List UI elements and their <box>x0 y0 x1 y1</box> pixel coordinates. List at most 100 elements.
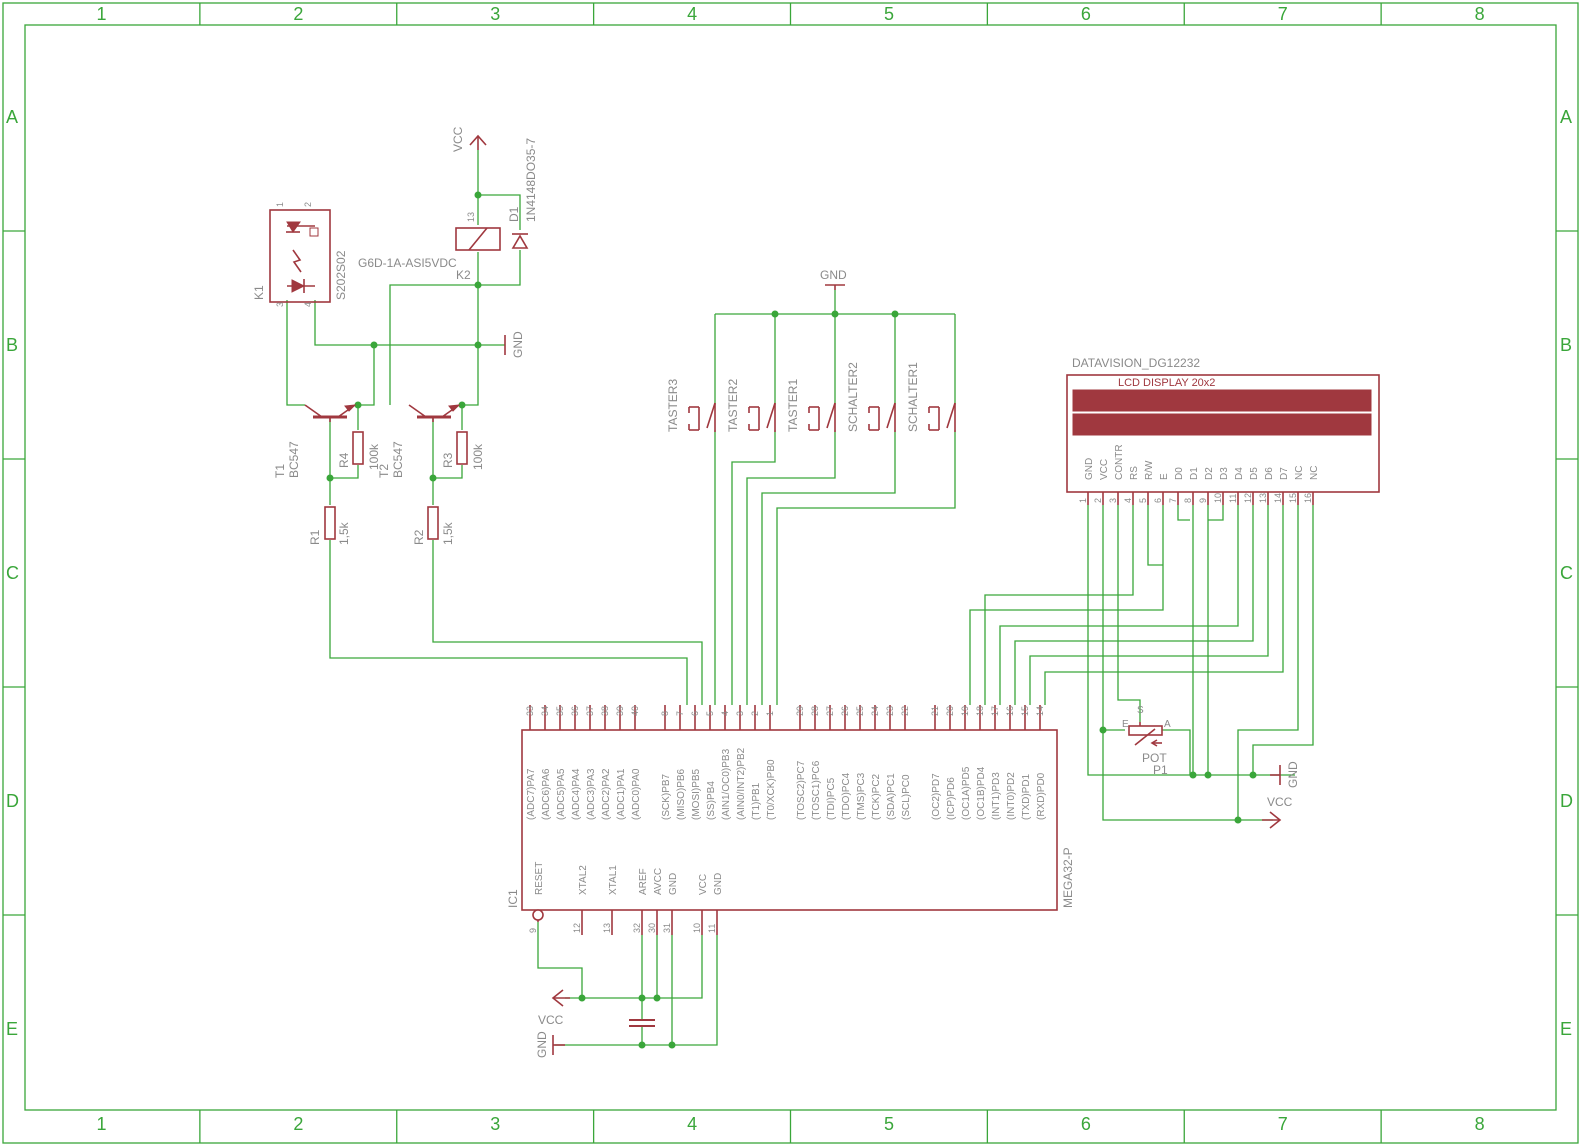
k1-optocoupler: 1 2 3 4 K1 S202S02 <box>252 202 348 307</box>
gnd-symbol-lcd: GND <box>1270 761 1300 788</box>
ic-pin-label: (OC1B)PD4 <box>976 766 987 820</box>
svg-text:4: 4 <box>303 302 313 307</box>
ic-pin-number: 3 <box>735 711 745 716</box>
ic-pin-number: 20 <box>945 706 955 716</box>
ic-pin-number: 11 <box>707 924 717 933</box>
svg-text:13: 13 <box>466 212 476 222</box>
grid-row-label-right: E <box>1560 1019 1572 1039</box>
ic-pin-label: (ADC2)PA2 <box>601 768 612 820</box>
grid-column-label-top: 2 <box>293 4 303 24</box>
switch-taster1: TASTER1 <box>786 379 836 432</box>
lcd-pin-label: D2 <box>1204 467 1215 480</box>
lcd-pin-label: NC <box>1309 466 1320 480</box>
ic-pin-label: (OC2)PD7 <box>931 773 942 820</box>
ic-pin-number: 15 <box>1020 706 1030 716</box>
ic-pin-number: 25 <box>855 706 865 716</box>
k2-value: G6D-1A-ASI5VDC <box>358 256 457 270</box>
lcd-pin-label: D7 <box>1279 467 1290 480</box>
ic-pin-label: RESET <box>534 862 545 895</box>
r2-resistor: R2 1,5k <box>412 506 455 545</box>
ic-pin-label: (RXD)PD0 <box>1036 772 1047 820</box>
vcc-label: VCC <box>451 126 465 152</box>
ic-pin-label: XTAL2 <box>578 865 589 895</box>
lcd-pin-number: 11 <box>1228 494 1238 503</box>
ic-pin-number: 29 <box>795 706 805 716</box>
grid-row-label-right: D <box>1560 791 1573 811</box>
grid-column-label-top: 6 <box>1081 4 1091 24</box>
vcc-symbol-relay: VCC <box>451 126 487 152</box>
t2-value: BC547 <box>391 441 405 478</box>
pot-value: POT <box>1142 751 1167 765</box>
ic-pin-label: XTAL1 <box>608 865 619 895</box>
switch-taster2: TASTER2 <box>726 379 776 432</box>
lcd-pin-number: 16 <box>1303 493 1313 503</box>
junction-dots <box>326 191 1257 1049</box>
gnd-label: GND <box>820 268 847 282</box>
switch-label: SCHALTER1 <box>906 362 920 432</box>
ic-pin-label: AREF <box>638 868 649 895</box>
ic-pin-number: 39 <box>615 706 625 716</box>
lcd-pin-label: D1 <box>1189 467 1200 480</box>
grid-column-label-bottom: 7 <box>1278 1114 1288 1134</box>
svg-text:1: 1 <box>275 202 285 207</box>
capacitor <box>629 1019 655 1027</box>
vcc-label: VCC <box>1267 795 1293 809</box>
d1-name: D1 <box>507 206 521 222</box>
k1-name: K1 <box>252 285 266 300</box>
grid-column-label-bottom: 8 <box>1475 1114 1485 1134</box>
ic-pin-number: 22 <box>900 706 910 716</box>
ic-pin-label: GND <box>713 873 724 895</box>
ic-pin-number: 27 <box>825 706 835 716</box>
lcd-pin-number: 3 <box>1108 498 1118 503</box>
gnd-label: GND <box>1286 761 1300 788</box>
ic-pin-number: 31 <box>662 923 672 933</box>
gnd-symbol-ic: GND <box>535 1031 565 1058</box>
grid-column-label-bottom: 6 <box>1081 1114 1091 1134</box>
lcd-pin-number: 5 <box>1138 498 1148 503</box>
grid-row-label-left: C <box>6 563 19 583</box>
switch-label: SCHALTER2 <box>846 362 860 432</box>
grid-column-label-top: 1 <box>96 4 106 24</box>
ic-pin-number: 37 <box>585 706 595 716</box>
switch-schalter1: SCHALTER1 <box>906 362 956 432</box>
vcc-label: VCC <box>538 1013 564 1027</box>
ic-pin-label: (TDI)PC5 <box>826 777 837 820</box>
grid-column-label-bottom: 1 <box>96 1114 106 1134</box>
ic-pin-number: 6 <box>690 711 700 716</box>
lcd-pin-number: 6 <box>1153 498 1163 503</box>
ic-pin-label: (TOSC1)PC6 <box>811 760 822 820</box>
ic-pin-label: (ADC7)PA7 <box>526 768 537 820</box>
ic-pin-number: 14 <box>1035 706 1045 716</box>
ic-pin-number: 8 <box>660 711 670 716</box>
ic-pin-number: 21 <box>930 706 940 716</box>
ic-pin-label: (ADC1)PA1 <box>616 768 627 820</box>
svg-text:A: A <box>1164 719 1171 730</box>
ic-pin-number: 26 <box>840 706 850 716</box>
lcd-pin-number: 13 <box>1258 493 1268 503</box>
ic-pin-number: 4 <box>720 711 730 716</box>
ic1-value: MEGA32-P <box>1061 847 1075 908</box>
ic-pin-number: 38 <box>600 706 610 716</box>
ic-pin-label: (T0/XCK)PB0 <box>766 759 777 820</box>
ic-pin-number: 35 <box>555 706 565 716</box>
ic-pin-number: 30 <box>647 923 657 933</box>
t1-transistor: T1 BC547 <box>273 404 357 478</box>
ic-pin-label: (INT1)PD3 <box>991 772 1002 820</box>
grid-row-label-left: A <box>6 107 18 127</box>
lcd-pin-label: D4 <box>1234 467 1245 480</box>
ic-pin-label: AVCC <box>653 868 664 895</box>
ic-pin-number: 5 <box>705 711 715 716</box>
lcd-pin-number: 8 <box>1183 498 1193 503</box>
lcd-pin-number: 15 <box>1288 493 1298 503</box>
d1-diode: D1 1N4148DO35-7 <box>507 138 538 249</box>
svg-text:2: 2 <box>303 202 313 207</box>
ic-pin-number: 18 <box>975 706 985 716</box>
ic-pin-label: (SDA)PC1 <box>886 773 897 820</box>
ic-pin-label: (TCK)PC2 <box>871 773 882 820</box>
lcd-name: DATAVISION_DG12232 <box>1072 356 1200 370</box>
lcd-display: DATAVISION_DG12232 LCD DISPLAY 20x2 GND1… <box>1066 356 1380 505</box>
grid-column-label-bottom: 5 <box>884 1114 894 1134</box>
svg-text:100k: 100k <box>471 443 485 470</box>
ic-pin-label: (ICP)PD6 <box>946 777 957 820</box>
